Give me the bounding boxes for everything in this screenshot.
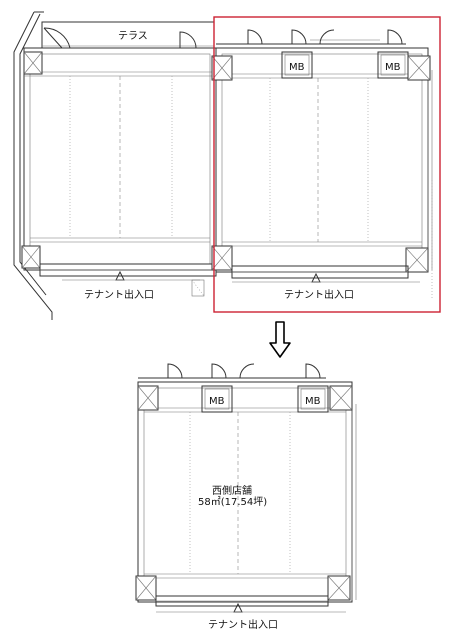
mb-box-bottom-right: MB <box>297 385 329 413</box>
svg-text:MB: MB <box>209 396 225 407</box>
top-floor-plan: テラス テナン <box>13 11 441 320</box>
mb-box-bottom-left: MB <box>201 385 233 413</box>
terrace-label: テラス <box>118 30 148 42</box>
mb-box-top-left: MB <box>281 51 313 79</box>
tenant-entrance-label-bottom: テナント出入口 <box>208 618 278 631</box>
east-door-1 <box>247 29 263 45</box>
down-arrow-icon <box>269 321 291 358</box>
west-unit-outline <box>23 47 217 271</box>
svg-text:MB: MB <box>385 62 401 73</box>
shop-name-label: 西側店舗 <box>212 484 252 497</box>
tenant-entrance-label-east: テナント出入口 <box>284 288 354 301</box>
east-door-4 <box>319 29 336 45</box>
svg-text:MB: MB <box>305 396 321 407</box>
east-door-3 <box>387 29 403 45</box>
terrace-door-right <box>179 31 197 49</box>
east-unit-outline <box>215 47 433 300</box>
west-bottom-wall <box>39 263 217 297</box>
shop-area-label: 58㎡(17.54坪) <box>198 495 267 508</box>
bottom-door-1 <box>167 363 183 379</box>
entrance-marker-bottom <box>233 602 243 613</box>
east-door-2 <box>291 29 307 45</box>
bottom-floor-plan: MB MB 西側店舗 58㎡(17.54坪) テナント出入口 <box>135 363 357 631</box>
svg-text:MB: MB <box>289 62 305 73</box>
bottom-unit-entrance-wall <box>155 595 346 613</box>
bottom-door-2 <box>211 363 227 379</box>
east-top-wall <box>216 29 406 45</box>
terrace-area: テラス <box>41 21 215 49</box>
east-bottom-wall <box>231 265 420 283</box>
terrace-door-left <box>43 27 71 49</box>
tenant-entrance-label-west: テナント出入口 <box>84 288 154 301</box>
highlight-frame <box>213 16 441 313</box>
bottom-door-4 <box>239 363 255 379</box>
bottom-door-3 <box>305 363 321 379</box>
